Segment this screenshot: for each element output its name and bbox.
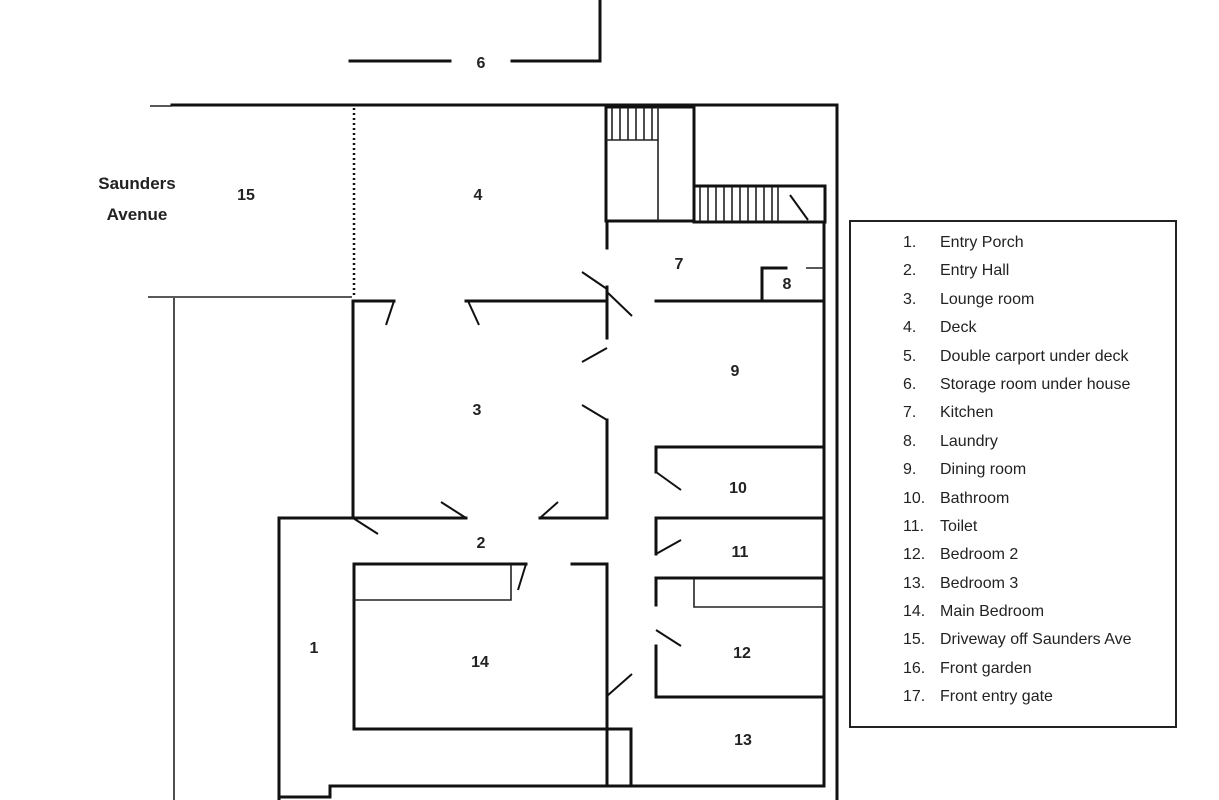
- street-name-line1: Saunders: [98, 174, 175, 193]
- room-label-9: 9: [731, 363, 740, 380]
- legend-number: 7.: [903, 404, 917, 422]
- legend-number: 16.: [903, 659, 926, 677]
- room-label-14: 14: [471, 654, 489, 671]
- legend-item: 9. Dining room: [903, 458, 1132, 486]
- legend-item: 1. Entry Porch: [903, 231, 1132, 259]
- legend-item: 2. Entry Hall: [903, 259, 1132, 287]
- legend-label: Front entry gate: [940, 688, 1053, 706]
- legend-label: Bedroom 2: [940, 546, 1019, 564]
- legend-label: Bedroom 3: [940, 574, 1019, 592]
- property-boundary: [148, 103, 839, 800]
- legend-item: 8. Laundry: [903, 430, 1132, 458]
- legend-number: 8.: [903, 432, 917, 450]
- legend-item: 14. Main Bedroom: [903, 600, 1132, 628]
- legend-number: 11.: [903, 517, 925, 535]
- legend-label: Main Bedroom: [940, 603, 1045, 621]
- legend-item: 4. Deck: [903, 316, 1132, 344]
- legend-number: 4.: [903, 319, 917, 337]
- room-label-4: 4: [474, 187, 483, 204]
- legend-label: Bathroom: [940, 489, 1010, 507]
- room-label-8: 8: [783, 276, 792, 293]
- legend-item: 15. Driveway off Saunders Ave: [903, 628, 1132, 656]
- legend-label: Entry Porch: [940, 234, 1024, 251]
- house-walls: [277, 220, 826, 800]
- room-label-11: 11: [732, 544, 749, 561]
- legend-item: 6. Storage room under house: [903, 373, 1132, 401]
- legend-label: Lounge room: [940, 290, 1035, 308]
- legend-number: 3.: [903, 290, 917, 308]
- legend-box: 1. Entry Porch 2. Entry Hall 3. Lounge room…: [849, 220, 1177, 728]
- legend-number: 6.: [903, 375, 917, 393]
- legend-number: 1.: [903, 234, 917, 251]
- legend-label: Entry Hall: [940, 262, 1010, 280]
- legend-label: Deck: [940, 319, 977, 337]
- legend-label: Driveway off Saunders Ave: [940, 631, 1132, 649]
- legend-item: 7. Kitchen: [903, 401, 1132, 429]
- legend-item: 13. Bedroom 3: [903, 572, 1132, 600]
- legend-item: 10. Bathroom: [903, 487, 1132, 515]
- room-label-15: 15: [237, 187, 255, 204]
- room-label-13: 13: [734, 732, 752, 749]
- legend-number: 9.: [903, 461, 917, 479]
- stairs: [604, 105, 827, 224]
- storage-room-walls: [348, 0, 602, 63]
- legend-item: 12. Bedroom 2: [903, 543, 1132, 571]
- legend-number: 17.: [903, 688, 926, 706]
- legend-item: 3. Lounge room: [903, 288, 1132, 316]
- room-label-2: 2: [477, 535, 486, 552]
- room-label-10: 10: [729, 480, 747, 497]
- legend-number: 5.: [903, 347, 917, 365]
- room-label-12: 12: [733, 645, 751, 662]
- legend-number: 15.: [903, 631, 926, 649]
- legend-label: Storage room under house: [940, 375, 1131, 393]
- legend-item: 16. Front garden: [903, 657, 1132, 685]
- legend-label: Double carport under deck: [940, 347, 1129, 365]
- room-label-6: 6: [477, 55, 486, 72]
- room-label-7: 7: [675, 256, 684, 273]
- legend-number: 12.: [903, 546, 926, 564]
- legend-number: 2.: [903, 262, 917, 280]
- street-name-line2: Avenue: [107, 205, 168, 224]
- legend-label: Kitchen: [940, 404, 994, 422]
- legend-item: 5. Double carport under deck: [903, 345, 1132, 373]
- legend-label: Dining room: [940, 461, 1027, 479]
- legend-label: Front garden: [940, 659, 1032, 677]
- room-label-1: 1: [310, 640, 319, 657]
- legend-label: Toilet: [940, 517, 978, 535]
- legend-item: 17. Front entry gate: [903, 685, 1132, 713]
- legend-item: 11. Toilet: [903, 515, 1132, 543]
- legend-label: Laundry: [940, 432, 998, 450]
- legend-number: 14.: [903, 603, 926, 621]
- room-label-3: 3: [473, 402, 482, 419]
- legend-number: 10.: [903, 489, 926, 507]
- legend-list: 1. Entry Porch 2. Entry Hall 3. Lounge room…: [903, 231, 1132, 714]
- legend-number: 13.: [903, 574, 926, 592]
